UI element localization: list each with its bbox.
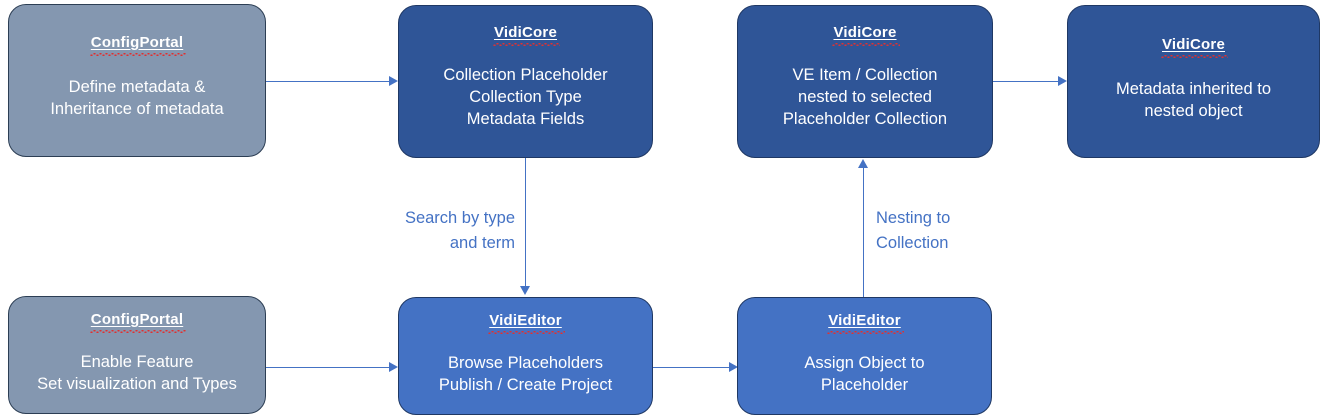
node-title-wrap: VidiCore [399,24,652,46]
node-title-wrap: VidiCore [738,24,992,46]
node-body: Collection Placeholder Collection Type M… [443,66,608,128]
node-body: Define metadata & Inheritance of metadat… [50,78,224,118]
node-title: VidiCore [492,24,561,46]
node-body: VE Item / Collection nested to selected … [782,66,948,128]
node-body: Browse Placeholders Publish / Create Pro… [438,354,613,394]
connector-vidieditor-to-vidicore-nesting [863,167,864,297]
node-title: VidiEditor [488,312,565,334]
connector-configportal-to-vidicore [266,81,390,82]
arrowhead-configportal-to-vidicore [389,76,398,86]
node-body: Enable Feature Set visualization and Typ… [37,353,237,393]
node-config-portal-metadata[interactable]: ConfigPortal Define metadata & Inheritan… [8,4,266,157]
node-vidieditor-browse-placeholders[interactable]: VidiEditor Browse Placeholders Publish /… [398,297,653,415]
arrowhead-vidicore-to-vidieditor-search [520,286,530,295]
node-title: VidiCore [1160,36,1229,58]
node-title-wrap: ConfigPortal [9,311,265,333]
arrowhead-vidieditor-to-vidicore-nesting [858,159,868,168]
connector-vidicore-nested-to-inherited [993,81,1059,82]
connector-configportal-to-vidieditor [266,367,390,368]
connector-vidieditor-browse-to-assign [653,367,730,368]
node-title: VidiEditor [827,312,904,334]
node-vidicore-collection-placeholder[interactable]: VidiCore Collection Placeholder Collecti… [398,5,653,158]
arrowhead-vidicore-nested-to-inherited [1058,76,1067,86]
edge-label-search-by-type-and-term: Search by type and term [404,209,515,252]
node-body: Assign Object to Placeholder [804,354,925,394]
node-title: ConfigPortal [89,34,187,56]
node-title: VidiCore [832,24,900,46]
node-vidieditor-assign-object[interactable]: VidiEditor Assign Object to Placeholder [737,297,992,415]
connector-vidicore-to-vidieditor-search [525,158,526,288]
arrowhead-configportal-to-vidieditor [389,362,398,372]
node-title: ConfigPortal [89,311,187,333]
node-title-wrap: VidiEditor [399,312,652,334]
edge-label-nesting-to-collection: Nesting to Collection [876,209,951,252]
arrowhead-vidieditor-browse-to-assign [729,362,738,372]
node-title-wrap: VidiCore [1068,36,1319,58]
node-title-wrap: VidiEditor [738,312,991,334]
node-title-wrap: ConfigPortal [9,34,265,56]
node-config-portal-enable-feature[interactable]: ConfigPortal Enable Feature Set visualiz… [8,296,266,414]
node-vidicore-nested-collection[interactable]: VidiCore VE Item / Collection nested to … [737,5,993,158]
node-vidicore-metadata-inherited[interactable]: VidiCore Metadata inherited to nested ob… [1067,5,1320,158]
node-body: Metadata inherited to nested object [1115,80,1272,120]
